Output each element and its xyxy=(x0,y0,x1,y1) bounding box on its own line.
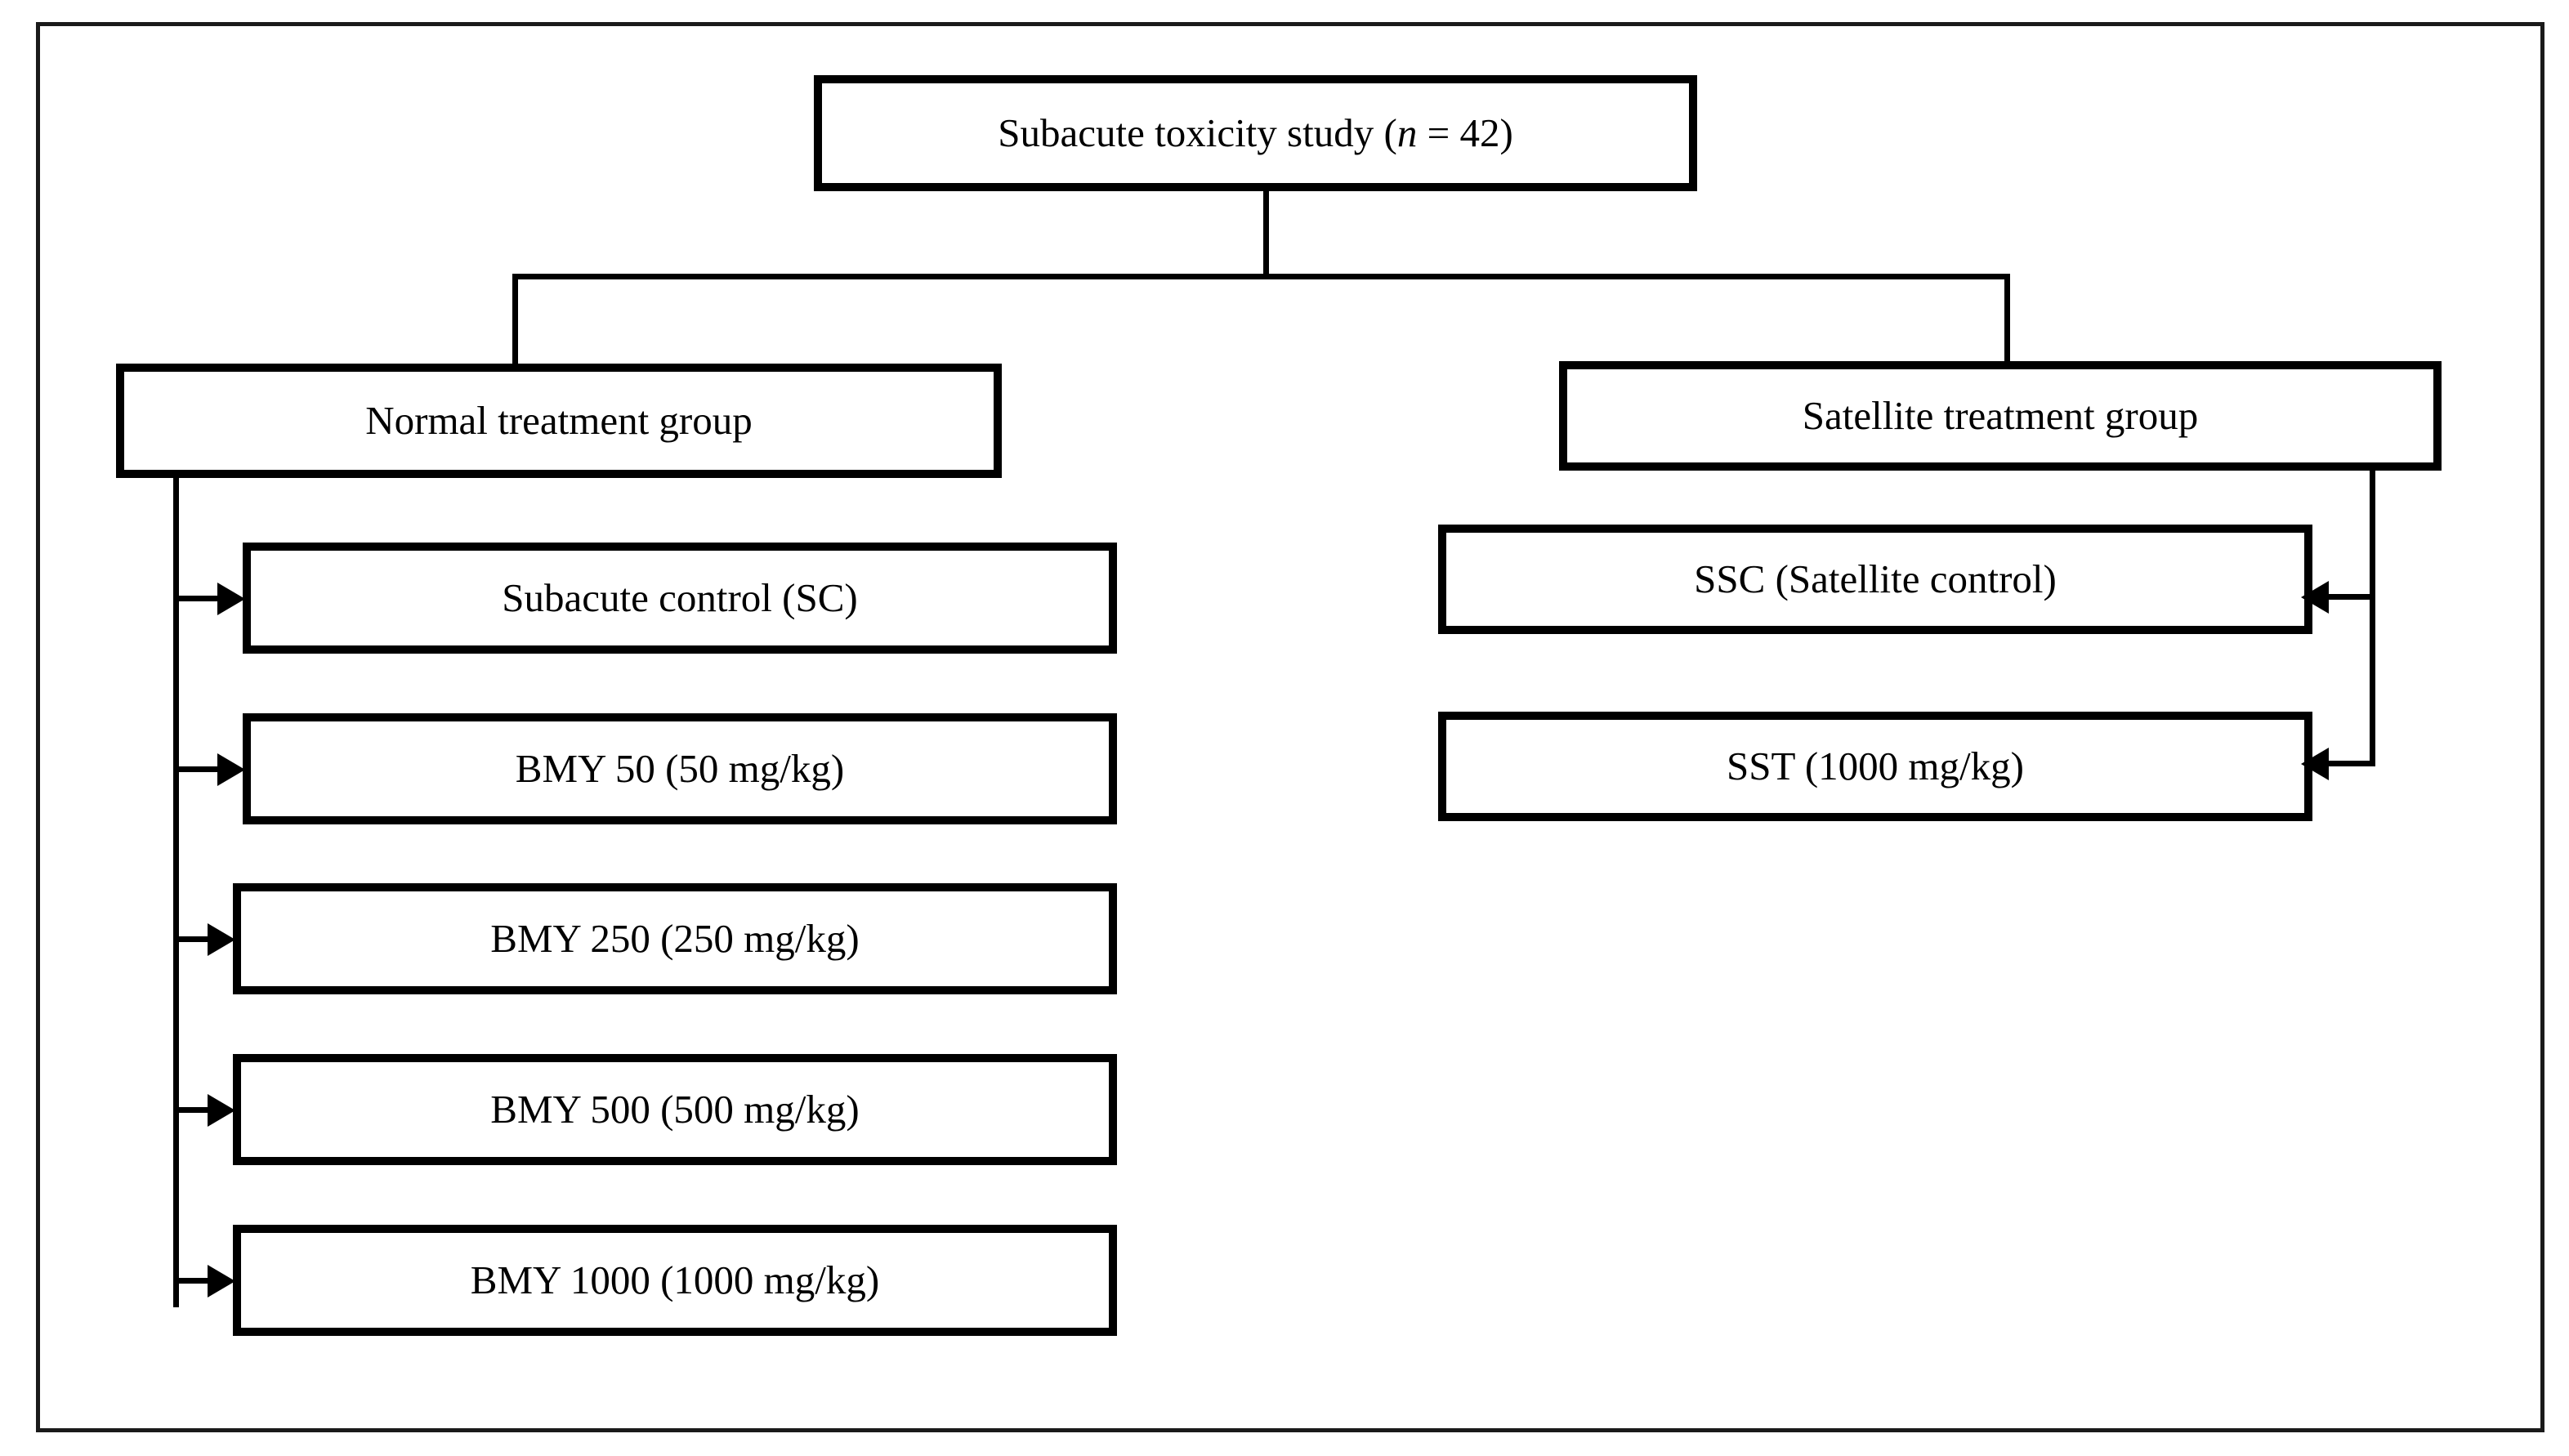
arrowhead-bmy-500 xyxy=(208,1094,235,1127)
node-label-bmy-50: BMY 50 (50 mg/kg) xyxy=(515,745,845,791)
arrowhead-bmy-1000 xyxy=(208,1265,235,1297)
node-label-sst-1000: SST (1000 mg/kg) xyxy=(1727,743,2024,788)
node-bmy-250: BMY 250 (250 mg/kg) xyxy=(233,883,1117,994)
arrowhead-bmy-250 xyxy=(208,923,235,956)
node-label-ssc-satellite-control: SSC (Satellite control) xyxy=(1694,556,2057,601)
node-subacute-control: Subacute control (SC) xyxy=(243,543,1117,654)
arrowhead-subacute-control xyxy=(217,583,245,615)
node-label-bmy-500: BMY 500 (500 mg/kg) xyxy=(490,1086,860,1132)
node-label-bmy-1000: BMY 1000 (1000 mg/kg) xyxy=(470,1257,880,1302)
node-label-root: Subacute toxicity study (n = 42) xyxy=(998,109,1513,155)
node-bmy-1000: BMY 1000 (1000 mg/kg) xyxy=(233,1225,1117,1336)
node-normal-treatment-group: Normal treatment group xyxy=(116,364,1002,478)
arrowhead-bmy-50 xyxy=(217,753,245,786)
connector-arm-bmy-500 xyxy=(173,1107,214,1113)
node-satellite-treatment-group: Satellite treatment group xyxy=(1559,361,2442,471)
italic-n-symbol: n xyxy=(1396,109,1418,155)
arrowhead-sst xyxy=(2301,748,2329,780)
connector-arm-subacute-control xyxy=(173,596,222,601)
node-subacute-toxicity-study: Subacute toxicity study (n = 42) xyxy=(814,75,1697,191)
node-sst-1000: SST (1000 mg/kg) xyxy=(1438,712,2312,821)
node-ssc-satellite-control: SSC (Satellite control) xyxy=(1438,525,2312,634)
node-label-satellite-treatment-group: Satellite treatment group xyxy=(1802,392,2199,438)
connector-arm-ssc xyxy=(2327,594,2375,600)
connector-split-bar xyxy=(512,274,2010,279)
connector-to-satellite-group xyxy=(2004,274,2010,364)
node-label-normal-treatment-group: Normal treatment group xyxy=(365,397,753,443)
connector-arm-bmy-1000 xyxy=(173,1278,214,1284)
node-label-bmy-250: BMY 250 (250 mg/kg) xyxy=(490,915,860,961)
connector-satellite-spine xyxy=(2370,469,2375,766)
connector-root-stem xyxy=(1263,191,1269,279)
node-label-subacute-control: Subacute control (SC) xyxy=(502,574,858,620)
connector-arm-bmy-50 xyxy=(173,766,222,772)
connector-normal-spine xyxy=(173,476,179,1307)
connector-to-normal-group xyxy=(512,274,518,365)
node-bmy-500: BMY 500 (500 mg/kg) xyxy=(233,1054,1117,1165)
arrowhead-ssc xyxy=(2301,581,2329,614)
connector-arm-bmy-250 xyxy=(173,936,214,942)
connector-arm-sst xyxy=(2327,761,2375,766)
node-bmy-50: BMY 50 (50 mg/kg) xyxy=(243,713,1117,824)
